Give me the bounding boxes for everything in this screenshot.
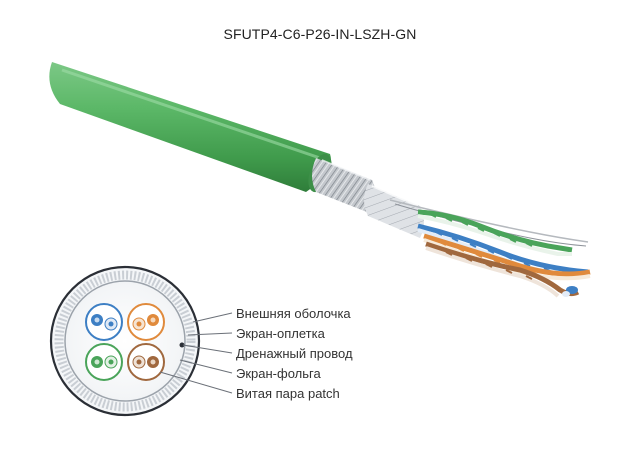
pair-blue xyxy=(85,303,123,341)
cable-photo xyxy=(49,62,591,298)
braid-ring xyxy=(54,270,196,412)
drain-wire xyxy=(389,199,589,243)
cross-section-diagram: Внешняя оболочка Экран-оплетка Дренажный… xyxy=(49,265,353,417)
pair-orange xyxy=(127,303,165,341)
leader-lines xyxy=(159,312,233,394)
foil-shield xyxy=(364,184,424,238)
foil-ring xyxy=(64,280,186,402)
product-title: SFUTP4-C6-P26-IN-LSZH-GN xyxy=(223,26,417,42)
pair-green xyxy=(85,343,123,381)
legend-label-foil-shield: Экран-фольга xyxy=(236,366,321,381)
drain-wire-dot xyxy=(179,342,185,348)
legend-label-outer-jacket: Внешняя оболочка xyxy=(236,306,351,321)
legend-label-drain-wire: Дренажный провод xyxy=(236,346,353,361)
twisted-pairs xyxy=(417,209,591,298)
legend-label-braid-shield: Экран-оплетка xyxy=(236,326,326,341)
braid-shield xyxy=(312,158,376,214)
pair-brown xyxy=(127,343,165,381)
legend-label-twisted-pair: Витая пара patch xyxy=(236,386,340,401)
